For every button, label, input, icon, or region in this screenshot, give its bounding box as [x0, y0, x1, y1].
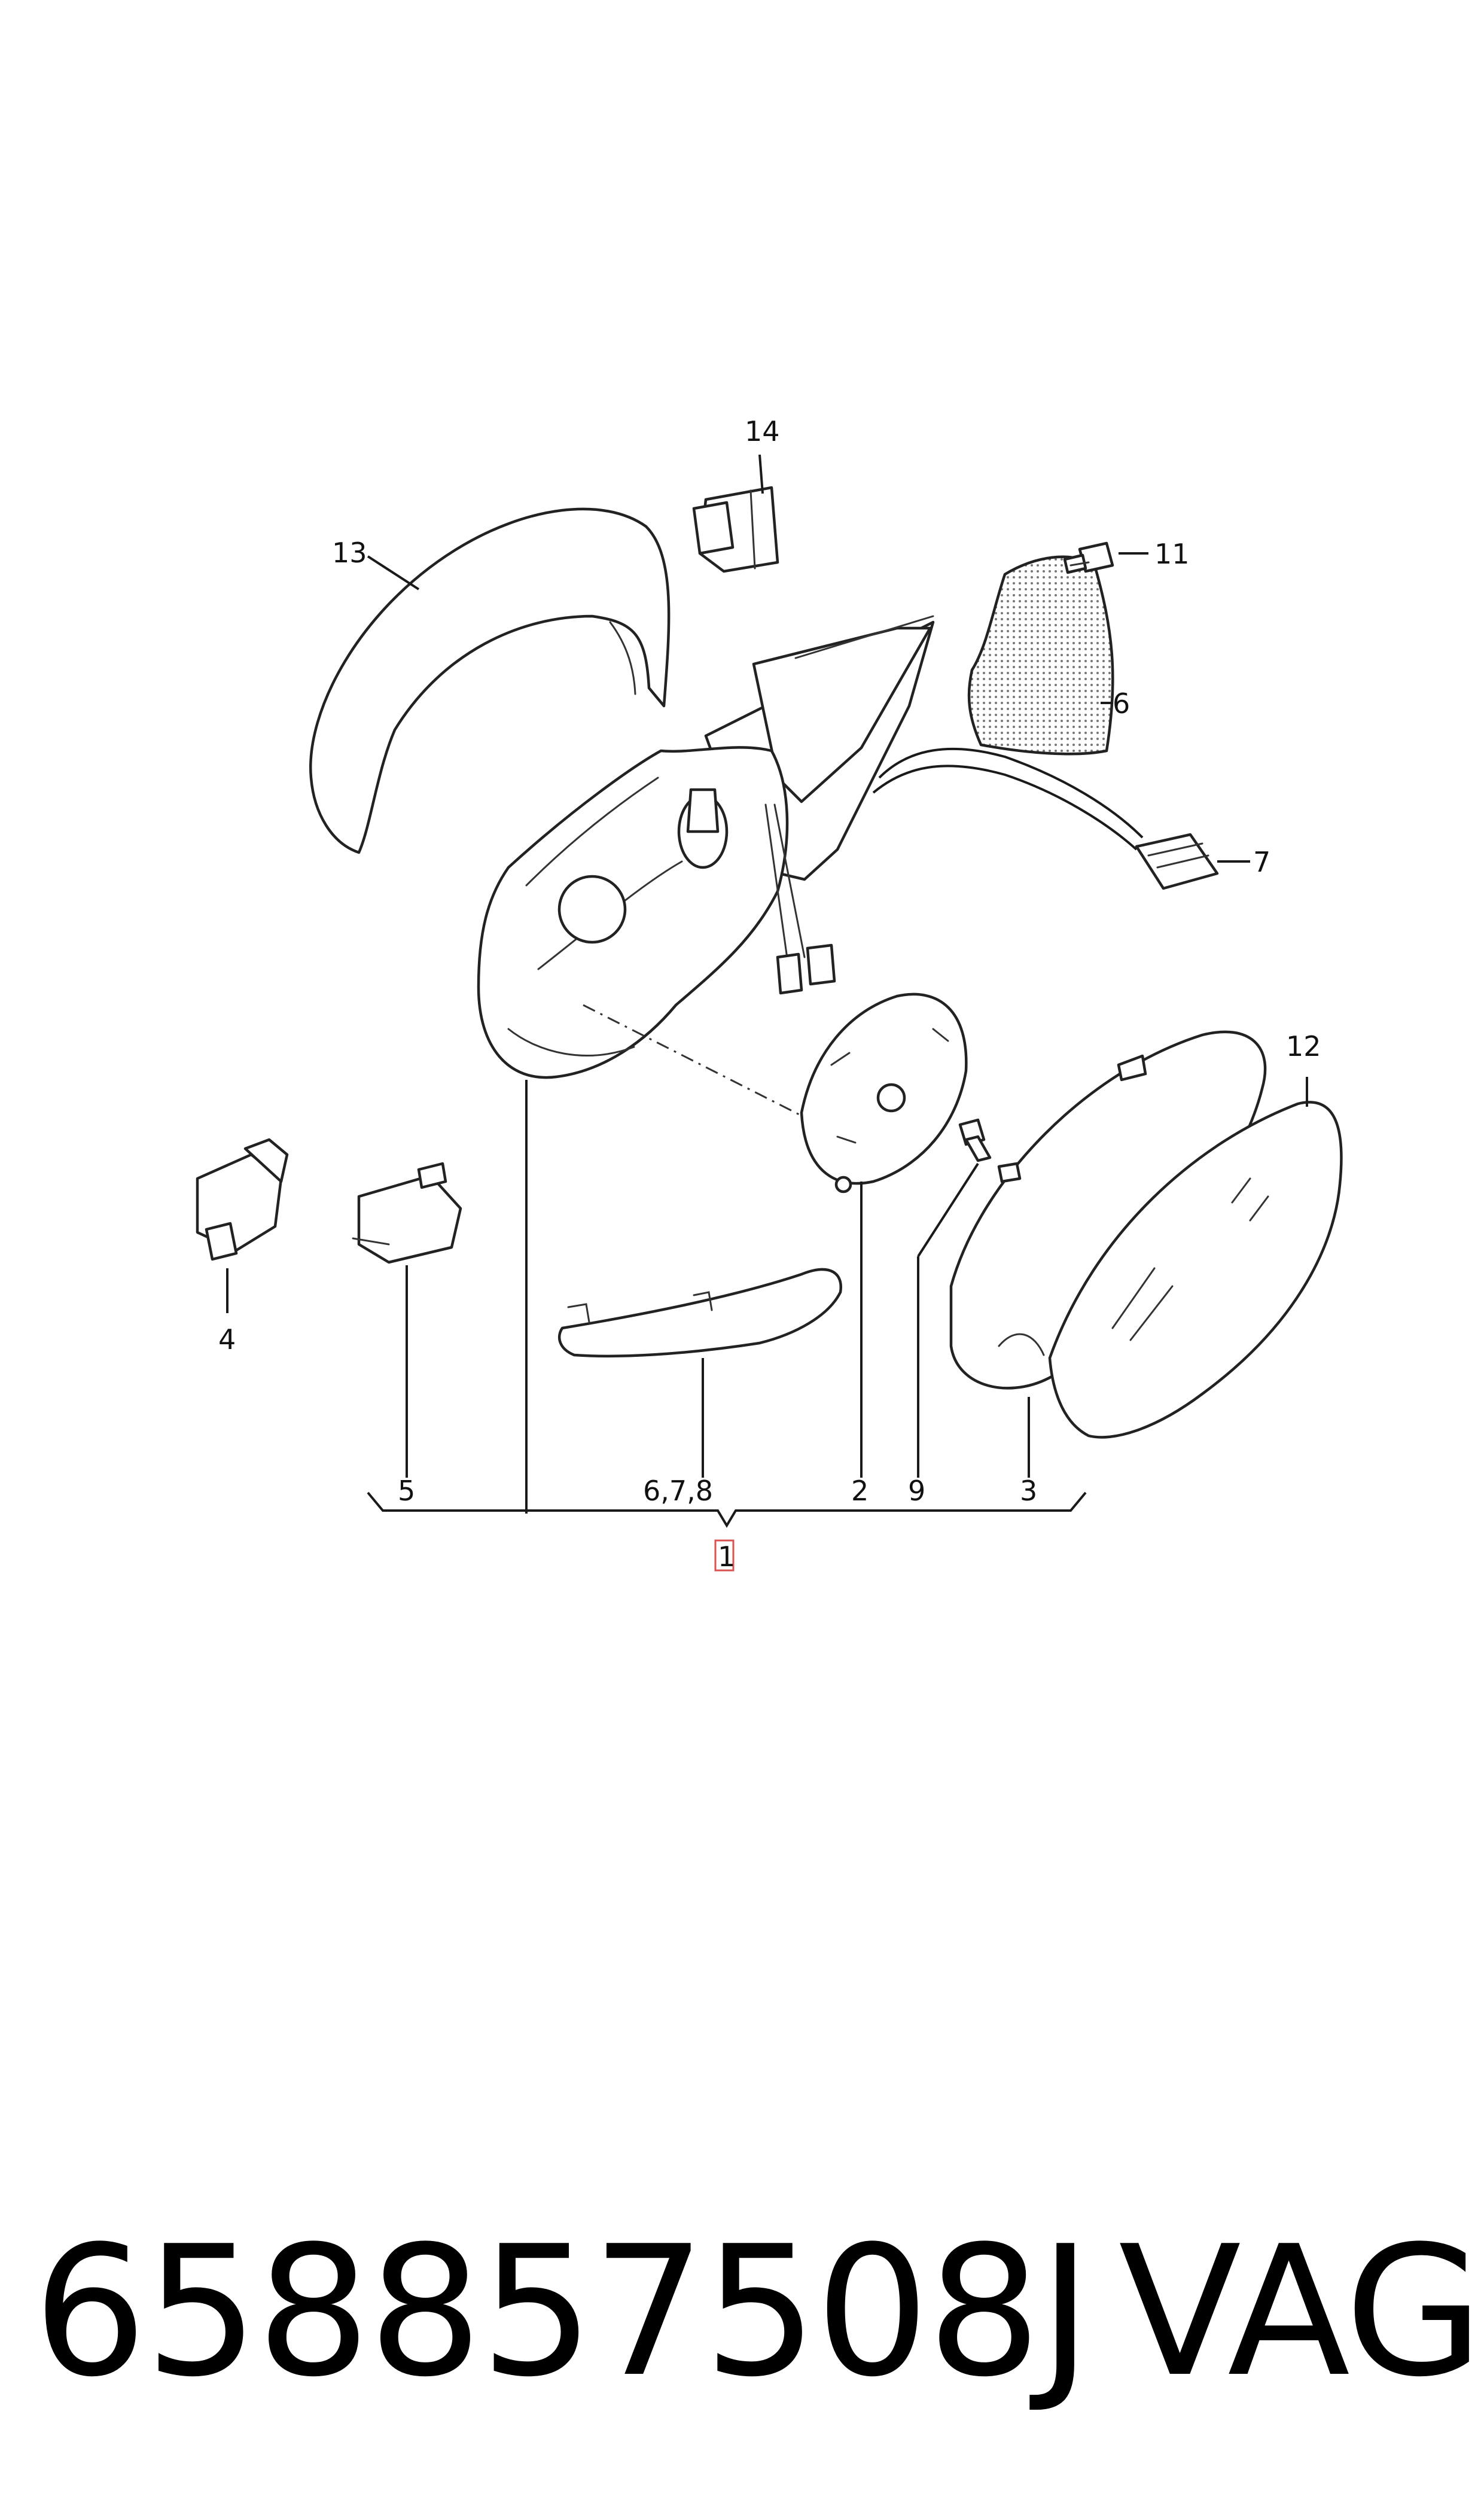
- part-14-module: [692, 454, 779, 573]
- part-7-connector: [872, 747, 1250, 890]
- part-3-glass-carrier: [949, 1030, 1267, 1478]
- callout-678: 6,7,8: [643, 1475, 713, 1507]
- part-number: 658857508J: [33, 2208, 1092, 2416]
- callout-4: 4: [218, 1323, 236, 1356]
- part-11-screw: [1063, 541, 1148, 574]
- callout-1: 1: [718, 1540, 735, 1573]
- part-12-mirror-glass: [1048, 1077, 1343, 1439]
- part-2-adjustment-motor: [800, 992, 968, 1478]
- axis-leader: [583, 1004, 808, 1120]
- part-678-turn-signal: [557, 1268, 842, 1478]
- part-4-sensor: [196, 1138, 289, 1313]
- brand-name: VAG: [1119, 2208, 1483, 2416]
- part-1-mirror-housing: [477, 746, 836, 1514]
- callout-14: 14: [745, 415, 780, 447]
- part-13-mirror-cap: [309, 507, 671, 854]
- callout-13: 13: [332, 537, 367, 569]
- callout-6: 6: [1113, 687, 1130, 720]
- part-5-light-module: [352, 1162, 462, 1478]
- highlight-box: [714, 1539, 735, 1572]
- callout-12: 12: [1286, 1030, 1321, 1062]
- callout-11: 11: [1154, 538, 1190, 570]
- callout-2: 2: [851, 1475, 869, 1507]
- callout-9: 9: [908, 1475, 925, 1507]
- group-bracket: [367, 1491, 1087, 1528]
- callout-5: 5: [398, 1475, 415, 1507]
- part-9-screw: [917, 1118, 992, 1478]
- part-6-heater-pad: [967, 555, 1114, 756]
- callout-7: 7: [1253, 846, 1270, 878]
- callout-3: 3: [1020, 1475, 1037, 1507]
